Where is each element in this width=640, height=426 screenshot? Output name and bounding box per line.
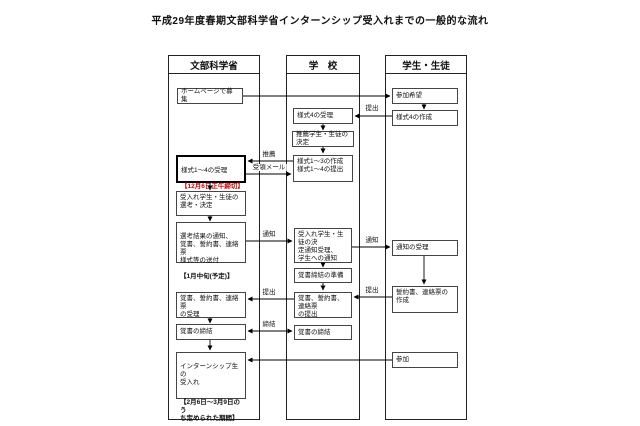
box-school-accept-notice: 受入れ学生・生徒の決 定通知受理、 学生への通知 [294, 228, 352, 263]
box-school-mou-conclude: 覚書の締結 [294, 325, 352, 340]
box-student-wish: 参加希望 [392, 88, 458, 104]
box-student-form4-create: 様式4の作成 [392, 110, 458, 126]
box-student-participate: 参加 [392, 352, 458, 368]
lane-student-header: 学生・生徒 [386, 56, 466, 74]
box-school-decide: 推薦学生・生徒の決定 [292, 131, 354, 147]
box-student-pledge-create: 誓約書、連絡票の 作成 [392, 286, 458, 313]
arrow-label-pledge-submit: 提出 [364, 287, 380, 294]
box-school-docs-submit: 覚書、誓約書、連絡票 の提出 [294, 292, 352, 318]
arrow-label-recommend: 推薦 [261, 151, 277, 158]
lane-mext-header: 文部科学省 [169, 56, 259, 74]
box-mext-intern-accept: インターンシップ生の 受入れ 【2月6日～3月9日のう ち定められた期間】 [176, 352, 246, 422]
lane-school-header: 学 校 [287, 56, 359, 74]
box-mext-notify: 選考結果の通知、 覚書、誓約書、連絡票 様式等の送付 【1月中旬(予定)】 [176, 222, 246, 280]
box-mext-conclude: 覚書の締結 [176, 324, 246, 340]
diagram-title: 平成29年度春期文部科学省インターンシップ受入れまでの一般的な流れ [151, 16, 489, 27]
box-school-forms: 様式1～3の作成 様式1～4の提出 [293, 155, 353, 182]
arrow-label-notify-student: 通知 [364, 237, 380, 244]
box-mext-receive-forms: 様式1～4の受理 【12月6日正午締切】 [176, 155, 246, 190]
arrow-label-notify-school: 通知 [261, 231, 277, 238]
box-student-notice-receive: 通知の受理 [392, 240, 458, 256]
deadline-text: 【12月6日正午締切】 [181, 183, 244, 190]
box-school-mou-prep: 覚書締結の準備 [294, 268, 352, 283]
box-mext-recruit: ホームページで募集 [177, 88, 243, 104]
arrow-label-form4-submit: 提出 [364, 105, 380, 112]
arrow-label-docs-submit: 提出 [261, 289, 277, 296]
box-mext-selection: 受入れ学生・生徒の 選考・決定 [176, 191, 246, 216]
box-school-form4-receive: 様式4の受理 [293, 108, 353, 124]
box-mext-receive-docs: 覚書、誓約書、連絡票 の受理 [176, 292, 246, 318]
arrow-label-receipt-mail: 受領メール [251, 164, 287, 171]
arrow-label-conclude: 締結 [261, 321, 277, 328]
